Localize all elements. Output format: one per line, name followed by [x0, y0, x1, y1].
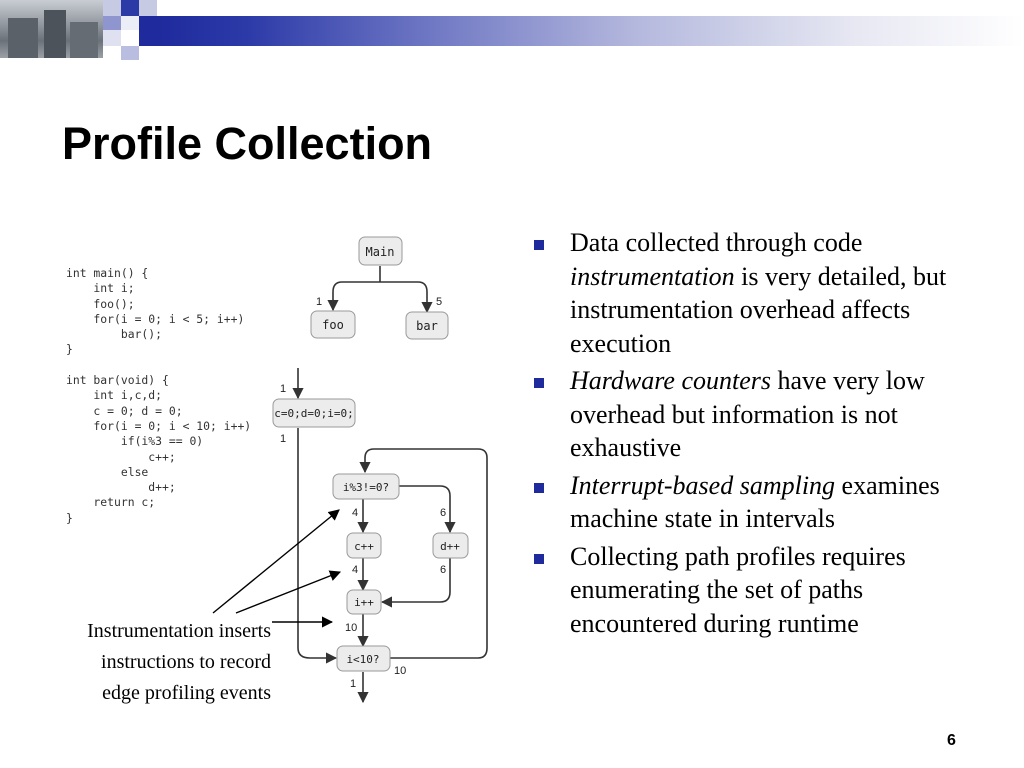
code-line: int bar(void) {: [66, 373, 169, 388]
node-dpp: d++: [432, 532, 469, 559]
code-line: int i,c,d;: [66, 388, 163, 403]
code-line: int main() {: [66, 266, 149, 280]
decor-square: [121, 0, 139, 16]
instrumentation-caption: Instrumentation inserts instructions to …: [11, 616, 271, 709]
caption-pointer-arrows: [212, 509, 342, 628]
decor-square: [103, 30, 121, 46]
node-main: Main: [358, 236, 403, 266]
node-main-label: Main: [366, 245, 395, 259]
bullet-item: Data collected through code instrumentat…: [532, 226, 972, 360]
bullet-item: Interrupt-based sampling examines machin…: [532, 469, 972, 536]
code-line: foo();: [66, 296, 135, 311]
edge-count-exit: 1: [350, 678, 356, 690]
edge-count-d-i: 6: [440, 564, 446, 576]
node-init: c=0;d=0;i=0;: [272, 398, 356, 428]
edge-count-main-bar: 5: [436, 296, 442, 308]
code-line: d++;: [66, 480, 176, 495]
node-dpp-label: d++: [440, 540, 460, 553]
code-line: int i;: [66, 281, 135, 296]
node-foo: foo: [310, 310, 356, 339]
bullet-square-icon: [534, 240, 544, 250]
code-line: return c;: [66, 495, 156, 510]
edge-count-c-i: 4: [352, 564, 358, 576]
header-gradient-bar: [160, 16, 1024, 46]
code-line: }: [66, 342, 73, 357]
node-cond-label: i%3!=0?: [343, 481, 389, 494]
code-line: else: [66, 464, 149, 479]
bullet-square-icon: [534, 553, 544, 564]
decor-square: [121, 16, 139, 30]
edge-count-entry: 1: [280, 383, 286, 395]
edge-count-cond-d: 6: [440, 507, 446, 519]
decor-square: [103, 16, 121, 30]
bullet-square-icon: [534, 378, 544, 388]
code-line: c++;: [66, 449, 176, 464]
edge-count-cond-c: 4: [352, 507, 358, 519]
code-line: if(i%3 == 0): [66, 434, 204, 449]
caption-line: Instrumentation inserts: [87, 620, 271, 642]
code-line: }: [66, 510, 73, 525]
node-cpp: c++: [346, 532, 382, 559]
node-ipp-label: i++: [354, 596, 374, 609]
header-campus-photo: [0, 0, 103, 58]
decor-square: [139, 0, 157, 16]
edge-count-i-loop: 10: [345, 622, 357, 634]
caption-line: instructions to record: [101, 651, 271, 673]
edge-count-init: 1: [280, 433, 286, 445]
node-init-label: c=0;d=0;i=0;: [274, 407, 353, 420]
node-bar: bar: [405, 311, 449, 340]
code-line: for(i = 0; i < 10; i++): [66, 418, 252, 433]
bullet-list: Data collected through code instrumentat…: [532, 226, 972, 644]
edge-count-main-foo: 1: [316, 296, 322, 308]
bullet-item: Hardware counters have very low overhead…: [532, 364, 972, 465]
caption-line: edge profiling events: [102, 682, 271, 704]
code-listing: int main() { int i; foo(); for(i = 0; i …: [66, 266, 251, 526]
page-number: 6: [947, 732, 956, 749]
decor-square: [103, 0, 121, 16]
node-cpp-label: c++: [354, 540, 374, 553]
node-loop-label: i<10?: [346, 653, 379, 666]
slide-title: Profile Collection: [62, 118, 433, 169]
code-line: bar();: [66, 327, 163, 342]
node-ipp: i++: [346, 589, 382, 615]
node-loop: i<10?: [336, 645, 391, 672]
bullet-item: Collecting path profiles requires enumer…: [532, 540, 972, 641]
node-foo-label: foo: [322, 318, 344, 332]
edge-count-loop-back: 10: [394, 665, 406, 677]
node-bar-label: bar: [416, 319, 438, 333]
code-line: c = 0; d = 0;: [66, 403, 183, 418]
bullet-square-icon: [534, 482, 544, 493]
decor-square: [139, 16, 160, 46]
node-cond: i%3!=0?: [332, 473, 400, 500]
decor-square: [121, 46, 139, 60]
code-line: for(i = 0; i < 5; i++): [66, 311, 245, 326]
